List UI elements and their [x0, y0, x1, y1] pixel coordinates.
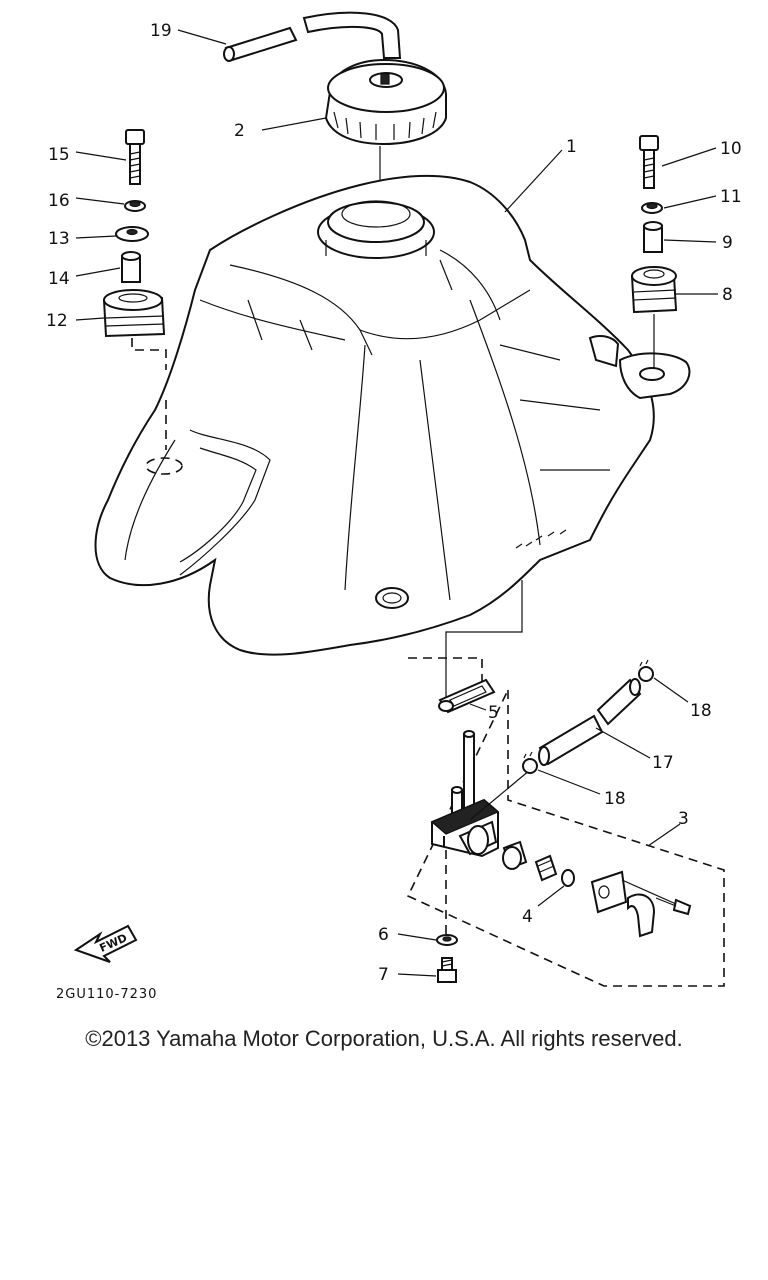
leader-4	[537, 885, 565, 907]
part-16-lock-washer	[124, 200, 146, 212]
fwd-arrow-icon: FWD	[73, 924, 138, 963]
leader-3	[647, 823, 681, 847]
leader-10	[661, 147, 717, 167]
part-18-clip-upper	[638, 659, 654, 682]
part-19-breather-hose	[223, 11, 402, 62]
leader-12	[75, 317, 105, 321]
tank-to-cock-line	[445, 580, 523, 700]
part-8-damper	[630, 266, 678, 314]
part-15-bolt	[125, 129, 145, 185]
callout-6: 6	[378, 925, 389, 945]
part-12-damper	[102, 289, 166, 338]
callout-19: 19	[150, 21, 172, 41]
left-mount-hole	[145, 457, 183, 475]
part-10-bolt	[639, 135, 659, 189]
left-mount-guide-line	[131, 338, 167, 450]
part-code: 2GU110-7230	[56, 987, 157, 1002]
leader-2	[261, 117, 327, 131]
callout-11: 11	[720, 187, 742, 207]
callout-13: 13	[48, 229, 70, 249]
fuel-cock-lever-parts	[502, 840, 692, 938]
callout-15: 15	[48, 145, 70, 165]
leader-18-lower	[537, 769, 601, 795]
callout-10: 10	[720, 139, 742, 159]
leader-19	[177, 29, 227, 45]
leader-7	[397, 973, 437, 977]
leader-6	[397, 933, 437, 941]
leader-17	[595, 727, 651, 759]
leader-15	[75, 151, 127, 161]
callout-4: 4	[522, 907, 533, 927]
leader-18-upper	[653, 677, 689, 703]
callout-18-lower: 18	[604, 789, 626, 809]
leader-11	[663, 195, 717, 209]
callout-12: 12	[46, 311, 68, 331]
callout-2: 2	[234, 121, 245, 141]
leader-13	[75, 235, 117, 239]
callout-14: 14	[48, 269, 70, 289]
callout-1: 1	[566, 137, 577, 157]
part-6-washer	[436, 934, 458, 946]
part-5-gasket	[438, 678, 496, 714]
part-9-collar	[643, 221, 663, 253]
part-1-fuel-tank	[94, 174, 691, 656]
part-13-washer	[115, 226, 149, 242]
cock-to-hose-line	[469, 769, 531, 821]
part-7-drain-screw	[437, 957, 457, 983]
callout-7: 7	[378, 965, 389, 985]
part-14-collar	[121, 251, 141, 283]
callout-16: 16	[48, 191, 70, 211]
callout-5: 5	[488, 703, 499, 723]
fuel-cock-valve	[430, 730, 500, 858]
part-4-o-ring	[561, 869, 575, 887]
leader-16	[75, 197, 125, 205]
callout-8: 8	[722, 285, 733, 305]
part-3-assembly-boundary	[406, 657, 725, 987]
leader-9	[663, 239, 717, 243]
callout-17: 17	[652, 753, 674, 773]
callout-3: 3	[678, 809, 689, 829]
part-11-lock-washer	[641, 202, 663, 214]
part-18-clip-lower	[522, 751, 538, 774]
leader-14	[75, 267, 121, 277]
fuel-tank-exploded-diagram: 19 2	[46, 11, 742, 1002]
leader-1	[504, 149, 563, 213]
part-2-fuel-cap	[324, 58, 447, 146]
copyright-notice: ©2013 Yamaha Motor Corporation, U.S.A. A…	[85, 1026, 683, 1051]
leader-5	[469, 703, 487, 711]
part-17-fuel-hose	[538, 678, 642, 766]
callout-18-upper: 18	[690, 701, 712, 721]
callout-9: 9	[722, 233, 733, 253]
